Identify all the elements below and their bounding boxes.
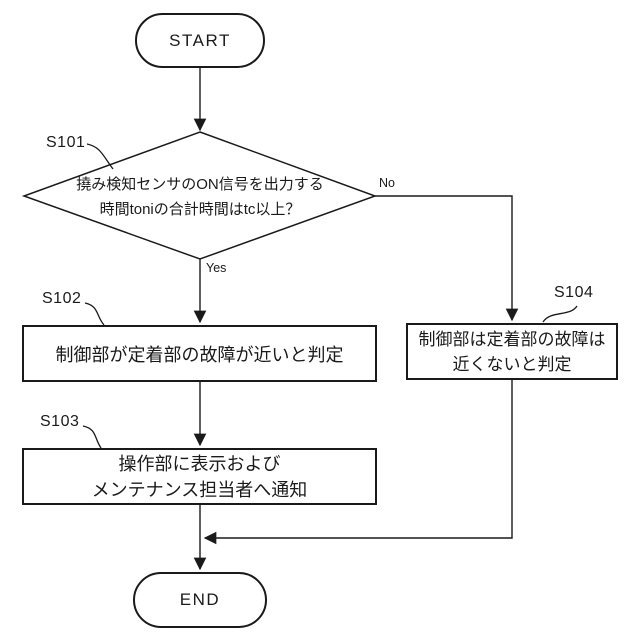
process-s102: 制御部が定着部の故障が近いと判定 [22,325,377,382]
arrow-no-to-s104 [375,195,519,322]
process-s103: 操作部に表示および メンテナンス担当者へ通知 [22,448,377,505]
process-s104: 制御部は定着部の故障は 近くないと判定 [406,323,618,380]
process-s104-line1: 制御部は定着部の故障は [418,329,606,349]
leader-s102 [84,302,105,326]
end-node: END [133,572,267,628]
process-s103-line1: 操作部に表示および [118,453,281,474]
process-s104-line2: 近くないと判定 [452,354,572,374]
leader-s103 [82,425,102,449]
step-label-s104: S104 [554,284,594,301]
end-label: END [179,590,221,609]
arrow-s104-to-merge [203,380,513,545]
leader-s104 [542,305,578,323]
start-node: START [135,13,265,68]
step-label-s103: S103 [40,413,80,430]
process-s103-line2: メンテナンス担当者へ通知 [91,479,308,500]
branch-label-yes: Yes [206,261,227,275]
process-s102-text: 制御部が定着部の故障が近いと判定 [55,344,344,365]
leader-s101 [86,143,114,170]
decision-text-line2: 時間toniの合計時間はtc以上？ [99,201,301,218]
step-label-s101: S101 [46,134,86,151]
decision-s101-text: 撓み検知センサのON信号を出力する 時間toniの合計時間はtc以上？ [45,172,355,222]
branch-label-no: No [379,176,395,190]
step-label-s102: S102 [42,290,82,307]
decision-text-line1: 撓み検知センサのON信号を出力する [76,176,324,193]
start-label: START [169,30,231,50]
